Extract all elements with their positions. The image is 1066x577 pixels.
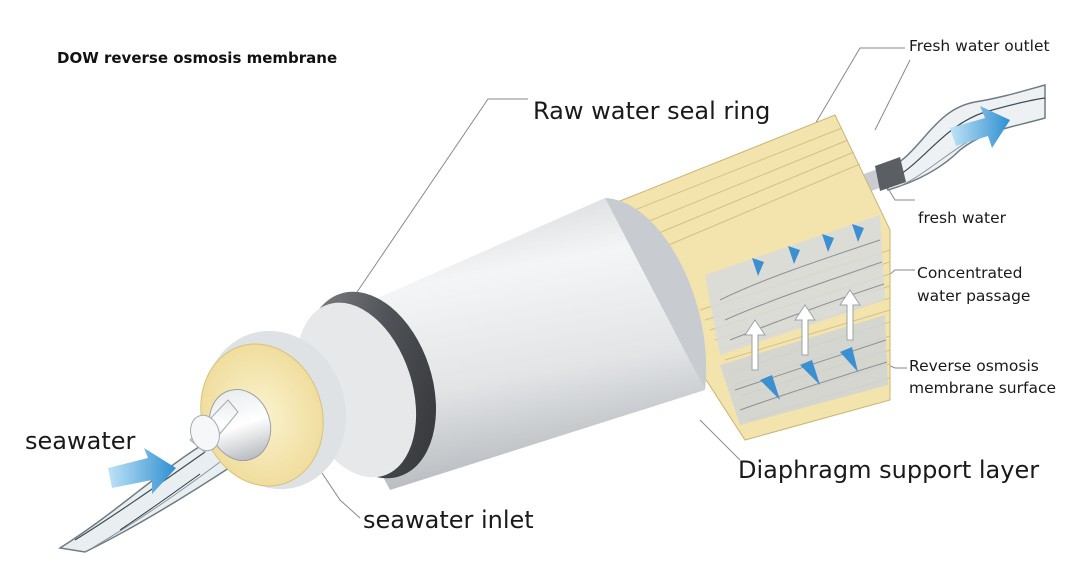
- seawater-flow-arrow: [108, 448, 176, 494]
- label-fresh-water: fresh water: [918, 209, 1007, 227]
- fresh-water-flow-arrow: [950, 106, 1010, 148]
- label-ro-membrane-line1: Reverse osmosis: [909, 357, 1039, 375]
- label-ro-membrane-surface: Reverse osmosis membrane surface: [909, 357, 1057, 398]
- label-seawater-inlet: seawater inlet: [363, 506, 534, 534]
- label-ro-membrane-line2: membrane surface: [909, 378, 1057, 397]
- diagram-title: DOW reverse osmosis membrane: [57, 49, 338, 67]
- label-concentrated-line1: Concentrated: [917, 264, 1023, 282]
- label-raw-water-seal-ring: Raw water seal ring: [533, 97, 771, 125]
- label-fresh-water-outlet: Fresh water outlet: [909, 37, 1050, 55]
- label-concentrated-line2: water passage: [917, 286, 1031, 305]
- seawater-stream: [57, 439, 234, 553]
- membrane-leaves: [609, 114, 891, 441]
- label-seawater: seawater: [25, 427, 136, 455]
- front-end-cap: [189, 330, 347, 490]
- label-diaphragm-support-layer: Diaphragm support layer: [738, 456, 1040, 484]
- label-concentrated-water-passage: Concentrated water passage: [917, 264, 1031, 306]
